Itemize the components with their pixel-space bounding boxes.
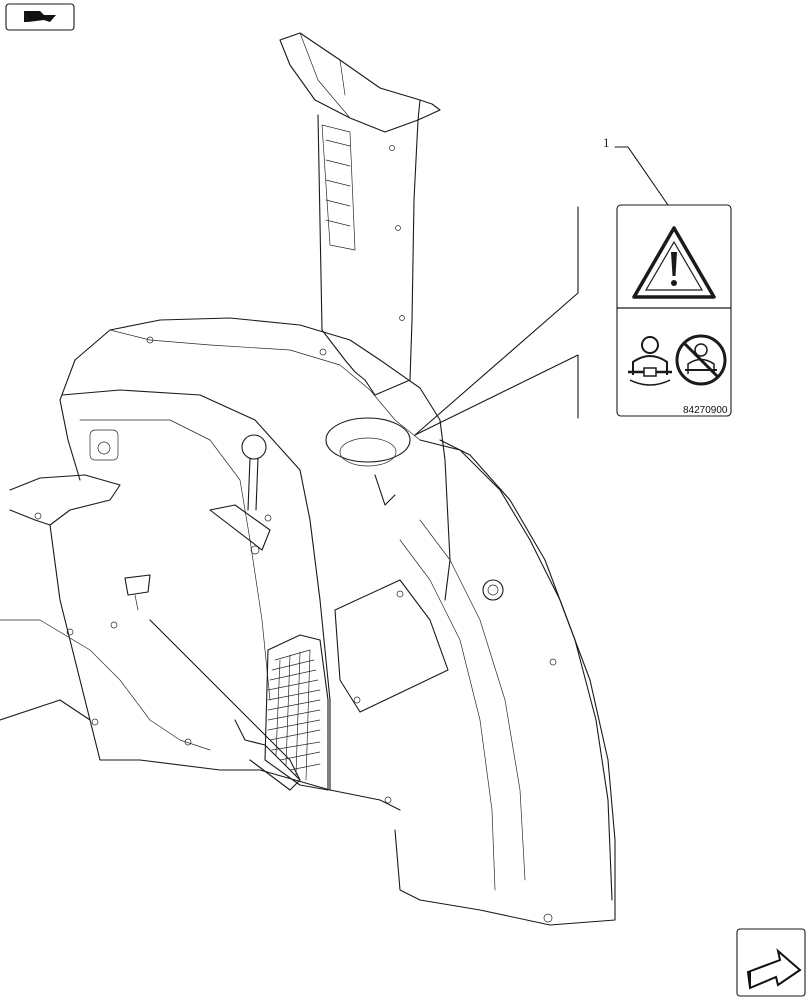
callout-number: 1 — [603, 135, 610, 150]
item-callout: 1 — [603, 135, 669, 206]
seatbelt-fastened-icon — [628, 336, 672, 386]
previous-page-icon[interactable] — [5, 3, 75, 31]
no-seatbelt-prohibited-icon — [675, 334, 727, 386]
safety-decal[interactable]: 84270900 — [616, 204, 732, 417]
vent-grille — [267, 649, 321, 781]
cab-console-illustration — [0, 32, 616, 926]
warning-triangle-icon — [632, 226, 716, 299]
decal-part-number: 84270900 — [683, 405, 728, 416]
next-page-icon[interactable] — [736, 928, 806, 997]
leader-lines — [414, 206, 579, 436]
